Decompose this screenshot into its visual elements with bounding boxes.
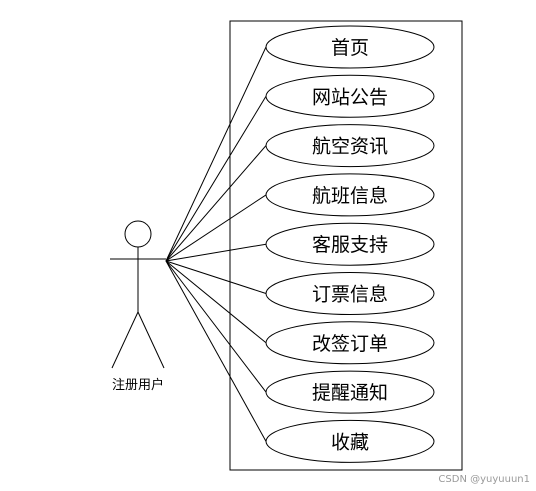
association-line	[165, 260, 267, 442]
association-line	[165, 243, 267, 262]
actor-left-leg	[111, 311, 139, 369]
association-lines	[165, 46, 267, 442]
association-line	[165, 46, 267, 262]
association-line	[165, 96, 267, 262]
actor-head	[124, 220, 152, 248]
actor-right-leg	[137, 311, 165, 369]
use-case-label: 收藏	[331, 431, 369, 453]
use-case-label: 航空资讯	[312, 136, 388, 158]
association-line	[165, 260, 267, 344]
use-case-label: 首页	[331, 37, 369, 59]
use-case: 改签订单	[265, 321, 435, 365]
use-case: 客服支持	[265, 222, 435, 266]
use-case-ellipse	[265, 419, 435, 463]
use-case: 网站公告	[265, 74, 435, 118]
actor-figure	[110, 220, 166, 369]
use-case-label: 客服支持	[312, 234, 388, 256]
association-line	[165, 145, 267, 262]
use-case: 订票信息	[265, 272, 435, 315]
use-case-label: 提醒通知	[312, 382, 388, 404]
use-case-label: 订票信息	[312, 284, 388, 306]
use-case-label: 改签订单	[312, 333, 388, 355]
watermark: CSDN @yuyuuun1	[438, 474, 530, 485]
use-case-ellipse	[265, 124, 435, 168]
use-case: 提醒通知	[265, 370, 435, 414]
use-case: 首页	[265, 25, 435, 69]
use-case-ellipse	[265, 25, 435, 69]
use-case-ellipse	[265, 222, 435, 266]
use-case-label: 航班信息	[312, 185, 388, 207]
association-line	[165, 260, 267, 393]
use-case-label: 网站公告	[312, 86, 388, 108]
system-boundary	[229, 20, 463, 471]
association-line	[165, 260, 267, 294]
use-case-ellipse	[265, 370, 435, 414]
use-case-ellipse	[265, 321, 435, 365]
use-case-ellipse	[265, 173, 435, 217]
use-case: 收藏	[265, 419, 435, 463]
use-case-ellipse	[265, 272, 435, 315]
use-case-ellipse	[265, 74, 435, 118]
use-case: 航班信息	[265, 173, 435, 217]
use-case: 航空资讯	[265, 124, 435, 168]
association-line	[165, 194, 267, 262]
actor-label: 注册用户	[112, 377, 164, 393]
